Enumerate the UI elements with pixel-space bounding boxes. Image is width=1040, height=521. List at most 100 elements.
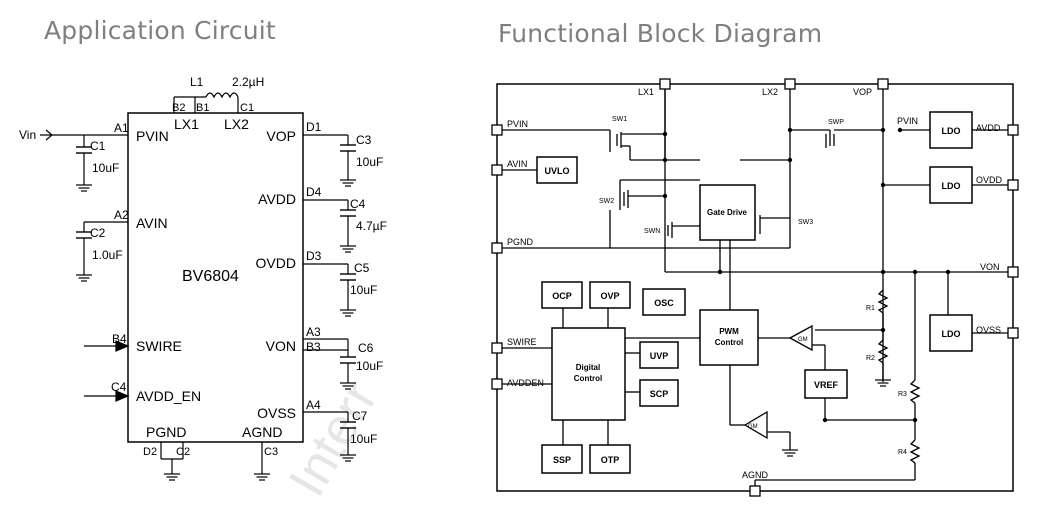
pin-square-ovss [1007,327,1019,339]
bd-pin-ovdd: OVDD [976,175,1003,185]
pin-square-vop [877,78,889,90]
cap-c1-ref: C1 [90,139,106,153]
vref-box [804,369,848,399]
pin-square-avin [491,164,503,176]
pin-a1: A1 [114,121,129,135]
pin-a2: A2 [114,208,129,222]
switch-swn: SWN [644,228,660,235]
uvlo-box [536,156,578,184]
bd-pin-vop: VOP [853,87,872,97]
cap-c6-ref: C6 [358,341,374,355]
block-diagram-labels: LX1 LX2 VOP PVIN AVIN PGND SWIRE AVDDEN … [507,87,1003,480]
bd-pin-pvin: PVIN [507,119,528,129]
pin-square-lx2 [784,78,796,90]
pin-d1: D1 [306,120,322,134]
digital-control-label-1: Digital [576,363,600,372]
digital-control-label-2: Control [574,374,602,383]
ssp-label: SSP [553,455,571,465]
ldo3-label: LDO [942,329,961,339]
pin-c3: C3 [264,446,278,458]
cap-c2-value: 1.0uF [92,248,123,262]
bd-internal-pvin: PVIN [897,116,918,126]
pin-a3: A3 [306,325,321,339]
pin-d3: D3 [306,249,322,263]
gm-amp-1-label: GM [798,337,808,343]
scp-label: SCP [650,389,669,399]
cap-c3-ref: C3 [356,133,372,147]
bd-pin-von: VON [980,262,1000,272]
resistor-r1: R1 [866,305,875,312]
bd-pin-agnd: AGND [742,470,769,480]
pwm-control-label-1: PWM [719,327,739,336]
cap-c6-value: 10uF [356,359,383,373]
pin-square-lx1 [659,78,671,90]
gate-drive-box [699,184,756,241]
ldo2-label: LDO [942,181,961,191]
bd-pin-avdden: AVDDEN [507,378,544,388]
switch-swp: SWP [828,119,844,126]
pin-b1: B1 [196,102,209,114]
cap-c1-value: 10uF [92,161,119,175]
bd-pin-avdd: AVDD [976,123,1001,133]
bd-pin-lx2: LX2 [762,87,778,97]
functional-block-diagram-heading: Functional Block Diagram [498,19,823,48]
pin-von: VON [266,338,296,354]
resistor-r2: R2 [866,355,875,362]
pin-lx1: LX1 [174,116,199,132]
cap-c3-value: 10uF [356,155,383,169]
ovp-box [589,281,631,309]
bd-pin-ovss: OVSS [976,325,1001,335]
pin-c4: C4 [111,380,127,394]
pin-b3: B3 [306,340,321,354]
inductor-value: 2.2µH [232,75,264,89]
otp-box [589,444,631,474]
chip-body [127,112,304,443]
cap-c2-ref: C2 [90,226,106,240]
pin-pgnd: PGND [146,424,186,440]
pin-avdd-en: AVDD_EN [136,388,201,404]
ocp-label: OCP [552,291,572,301]
pin-square-von [1007,266,1019,278]
uvlo-label: UVLO [544,166,569,176]
otp-label: OTP [601,455,620,465]
pin-ovdd: OVDD [256,255,296,271]
osc-label: OSC [654,298,674,308]
inductor-ref: L1 [190,75,204,89]
block-diagram-boxes [536,111,973,474]
pin-pvin: PVIN [136,128,169,144]
cap-c4-value: 4.7µF [356,219,387,233]
ovp-label: OVP [600,291,619,301]
pin-square-avdd [1007,124,1019,136]
junction-dots [662,127,951,423]
digital-control-box [551,327,626,421]
ldo1-box [929,111,973,149]
pin-square-pvin [491,124,503,136]
application-circuit-labels: BV6804 Vin L1 2.2µH A1 PVIN A2 AVIN B4 S… [19,75,387,458]
cap-c5-ref: C5 [354,261,370,275]
pin-square-ovdd [1007,179,1019,191]
gm-amp-2-label: GM [748,424,758,430]
pin-vop: VOP [266,128,296,144]
pin-agnd: AGND [242,424,282,440]
pin-square-swire [491,342,503,354]
ldo2-box [929,166,973,204]
pin-avdd: AVDD [258,191,296,207]
pin-lx2: LX2 [224,116,249,132]
uvp-label: UVP [650,351,669,361]
bd-pin-avin: AVIN [507,159,527,169]
ssp-box [541,444,583,474]
switch-sw2: SW2 [599,198,614,205]
ldo3-box [929,314,973,352]
cap-c7-ref: C7 [352,409,368,423]
application-circuit [40,92,357,481]
bd-pin-swire: SWIRE [507,337,537,347]
cap-c7-value: 10uF [350,432,377,446]
chip-name: BV6804 [182,268,239,285]
scp-box [639,379,679,407]
switch-sw1: SW1 [612,116,627,123]
ldo1-label: LDO [942,126,961,136]
cap-c4-ref: C4 [350,197,366,211]
switch-sw3: SW3 [798,219,813,226]
resistor-r3: R3 [898,391,907,398]
